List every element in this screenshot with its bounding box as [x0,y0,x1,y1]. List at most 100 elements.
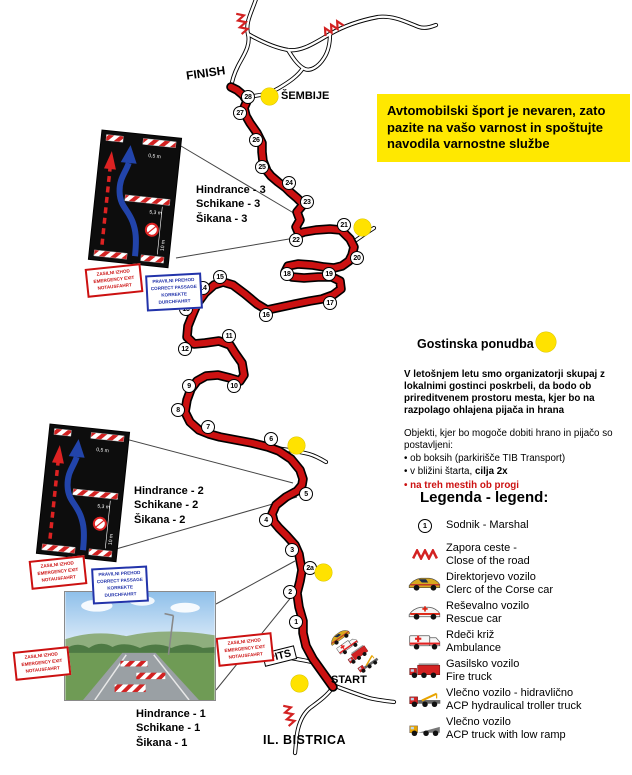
facilities-item-text: ob boksih (parkirišče TIB Transport) [410,453,566,464]
marshal-point-19: 19 [322,267,336,281]
marshal-point-8: 8 [171,403,185,417]
marshal-point-26: 26 [249,133,263,147]
low-ramp-truck-icon [409,725,441,737]
clerk-car-icon [408,577,441,592]
legend-item-low-ramp-truck: Vlečno vozilo ACP truck with low ramp [404,714,632,743]
marshal-point-23: 23 [300,195,314,209]
marshal-point-22: 22 [289,233,303,247]
facilities-list: ob boksih (parkirišče TIB Transport) v b… [404,452,632,492]
legend-label: Vlečno vozilo [446,715,511,728]
legend-label: Ambulance [446,641,502,654]
hindrance-2-label: Hindrance - 2 Schikane - 2 Šikana - 2 [134,484,204,527]
facilities-item: v bližini štarta, cilja 2x [404,465,632,478]
refreshment-point [290,674,308,692]
marshal-point-11: 11 [222,329,236,343]
emergency-exit-sign: ZASILNI IZHOD EMERGENCY EXIT NOTAUSFAHRT [84,263,144,298]
legend-label: Gasilsko vozilo [446,657,520,670]
legend-item-hydraulic-tow-truck: Vlečno vozilo - hidravlično ACP hydrauli… [404,685,632,714]
start-label: START [331,674,367,686]
marshal-point-27: 27 [233,106,247,120]
legend-label: Vlečno vozilo - hidravlično [446,686,574,699]
marshal-point-1: 1 [289,615,303,629]
marshal-number: 1 [422,521,428,530]
facilities-intro: Objekti, kjer bo mogoče dobiti hrano in … [404,428,613,451]
legend-label: ACP truck with low ramp [446,728,566,741]
emergency-exit-sign: ZASILNI IZHOD EMERGENCY EXIT NOTAUSFAHRT [215,632,275,667]
emergency-exit-sign: ZASILNI IZHOD EMERGENCY EXIT NOTAUSFAHRT [28,555,88,590]
legend-label: Rdeči križ [446,628,495,641]
hindrance-line: Šikana - 1 [136,736,188,749]
marshal-point-4: 4 [259,513,273,527]
hindrance-line: Schikane - 3 [196,198,261,211]
chicane-photo [64,591,216,701]
legend-label: Fire truck [446,670,492,683]
marshal-point-10: 10 [227,379,241,393]
legend-label: Sodnik - Marshal [446,519,529,532]
marshal-point-9: 9 [182,379,196,393]
hindrance-3-label: Hindrance - 3 Schikane - 3 Šikana - 3 [196,183,266,226]
facilities-item-text: v bližini štarta, [410,466,475,478]
town-label: IL. BISTRICA [263,733,347,747]
fire-truck-icon [408,663,441,679]
marshal-point-25: 25 [255,160,269,174]
hindrance-line: Hindrance - 3 [196,184,266,196]
hindrance-line: Schikane - 1 [136,722,201,735]
marshal-point-16: 16 [259,308,273,322]
catering-title: Gostinska ponudba [417,337,534,351]
legend-item-marshal: 1 Sodnik - Marshal [404,511,632,540]
hindrance-line: Šikana - 3 [196,212,248,225]
marshal-point-20: 20 [350,251,364,265]
rescue-car-icon [408,605,441,621]
marshal-point-15: 15 [213,270,227,284]
hindrance-line: Šikana - 2 [134,513,186,526]
legend-label: Reševalno vozilo [446,599,530,612]
legend-label: Clerc of the Corse car [446,583,553,596]
marshal-circle-icon: 1 [404,518,446,533]
marshal-point-28: 28 [241,90,255,104]
hindrance-line: Hindrance - 2 [134,485,204,497]
hindrance-line: Schikane - 2 [134,499,199,512]
marshal-point-12: 12 [178,342,192,356]
legend-label: Direktorjevo vozilo [446,570,536,583]
sign-line: KORREKTE DURCHFAHRT [158,291,191,305]
legend-item-road-closure: Zapora ceste - Close of the road [404,540,632,569]
refreshment-point [314,563,332,581]
facilities-item: na treh mestih ob progi [404,479,632,492]
facilities-item-bold: cilja 2x [474,466,508,478]
legend-label: Rescue car [446,612,502,625]
village-label: ŠEMBIJE [281,90,330,102]
marshal-point-5: 5 [299,487,313,501]
correct-passage-sign: PRAVILNI PREHOD CORRECT PASSAGE KORREKTE… [145,272,203,312]
road-closure-icon [412,549,438,560]
legend: Legenda - legend: 1 Sodnik - Marshal Zap… [404,489,632,743]
legend-item-rescue-car: Reševalno vozilo Rescue car [404,598,632,627]
legend-label: Close of the road [446,554,530,567]
facilities-item: ob boksih (parkirišče TIB Transport) [404,452,632,465]
refreshment-point-icon [536,332,556,352]
legend-label: Zapora ceste - [446,541,517,554]
legend-item-fire-truck: Gasilsko vozilo Fire truck [404,656,632,685]
legend-item-ambulance: Rdeči križ Ambulance [404,627,632,656]
emergency-exit-sign: ZASILNI IZHOD EMERGENCY EXIT NOTAUSFAHRT [12,646,72,681]
marshal-point-21: 21 [337,218,351,232]
catering-text: V letošnjem letu smo organizatorji skupa… [404,369,605,417]
marshal-point-3: 3 [285,543,299,557]
sign-line: KORREKTE DURCHFAHRT [104,584,137,598]
hydraulic-tow-truck-icon [408,692,442,709]
marshal-point-24: 24 [282,176,296,190]
marshal-point-6: 6 [264,432,278,446]
legend-title: Legenda - legend: [420,489,549,506]
refreshment-point [353,218,371,236]
safety-warning-text: Avtomobilski šport je nevaren, zato pazi… [387,103,606,152]
hindrance-line: Hindrance - 1 [136,708,206,720]
ambulance-icon [409,635,441,651]
chicane-photo-image [65,592,215,701]
legend-item-clerk-car: Direktorjevo vozilo Clerc of the Corse c… [404,569,632,598]
hindrance-1-label: Hindrance - 1 Schikane - 1 Šikana - 1 [136,707,206,750]
marshal-point-2: 2 [283,585,297,599]
facilities-item-text: na treh mestih ob progi [410,479,520,491]
safety-warning-box: Avtomobilski šport je nevaren, zato pazi… [377,94,630,162]
refreshment-point [260,87,278,105]
